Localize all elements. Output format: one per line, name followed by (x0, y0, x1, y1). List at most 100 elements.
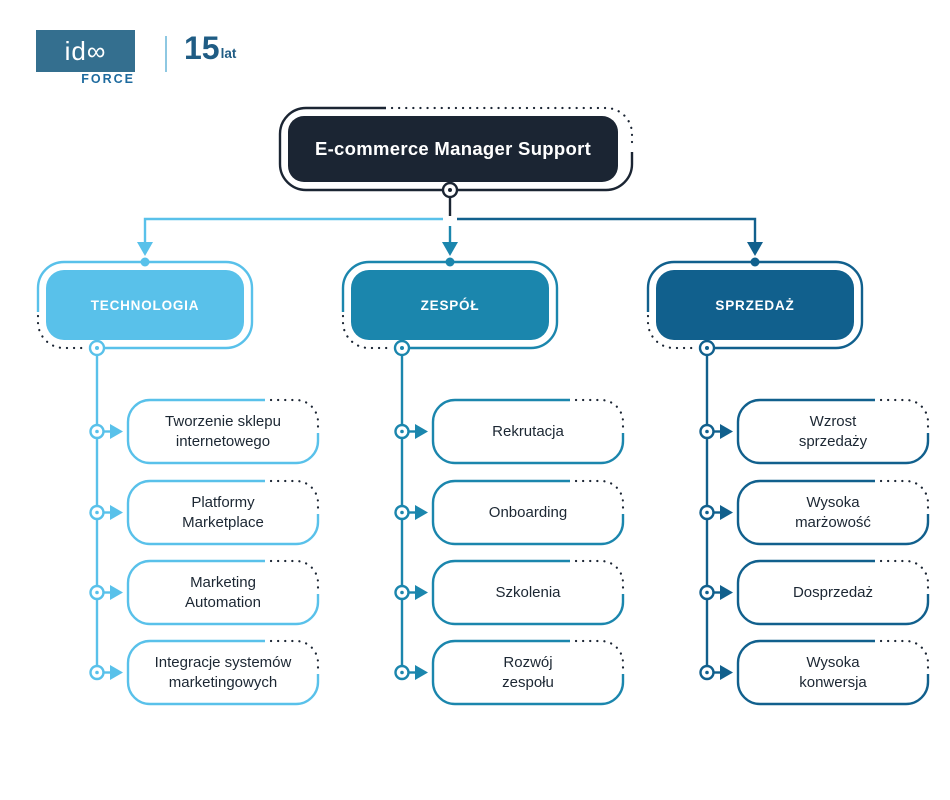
item-port-dot (400, 590, 404, 595)
item-outline-solid (736, 559, 930, 626)
category-outline-dotted (646, 314, 700, 350)
item-label-line: Rekrutacja (492, 422, 564, 440)
item-outline-solid (126, 479, 320, 546)
anniversary-unit: lat (220, 46, 237, 61)
category-box: TECHNOLOGIA (46, 270, 244, 340)
category-port-dot (705, 346, 709, 350)
item-label-line: Dosprzedaż (792, 583, 874, 601)
arrow-right-icon (110, 505, 123, 520)
arrow-down-icon (137, 242, 153, 256)
item-box: Onboarding (441, 484, 615, 541)
item-label-line: Platformy (191, 494, 255, 512)
item-port-dot (705, 429, 709, 434)
item-box: Szkolenia (441, 564, 615, 621)
category-box: SPRZEDAŻ (656, 270, 854, 340)
item-outline-dotted (269, 559, 320, 594)
item-label-line: zespołu (502, 673, 554, 691)
item-port-dot (400, 429, 404, 434)
item-label-line: Rozwój (503, 654, 553, 672)
arrow-right-icon (720, 665, 733, 680)
item-outline-solid (736, 398, 930, 465)
category-port-dot (400, 346, 404, 350)
category-label: TECHNOLOGIA (90, 297, 200, 313)
item-port-dot (400, 510, 404, 515)
root-box: E-commerce Manager Support (288, 116, 618, 182)
item-port-dot (95, 590, 99, 595)
item-label-line: Wysoka (806, 494, 860, 512)
item-label-line: Wysoka (806, 654, 860, 672)
item-outline-dotted (269, 398, 320, 433)
category-outline-dotted (36, 314, 90, 350)
arrow-right-icon (110, 585, 123, 600)
item-port-dot (705, 510, 709, 515)
item-label-line: Integracje systemów (154, 654, 292, 672)
item-box: Dosprzedaż (746, 564, 920, 621)
item-label-line: Marketing (190, 574, 256, 592)
item-port-dot (705, 590, 709, 595)
root-outline-dotted (390, 106, 634, 148)
item-outline-solid (126, 559, 320, 626)
item-label-line: Marketplace (182, 513, 264, 531)
item-outline-dotted (269, 639, 320, 674)
branch-connector (143, 217, 443, 243)
item-outline-dotted (879, 479, 930, 514)
item-outline-solid (126, 639, 320, 706)
arrow-right-icon (415, 585, 428, 600)
item-outline-dotted (879, 398, 930, 433)
branch-connector (457, 217, 757, 243)
item-outline-solid (431, 398, 625, 465)
item-label-line: Onboarding (488, 503, 568, 521)
item-label-line: Szkolenia (495, 583, 561, 601)
item-outline-dotted (269, 479, 320, 514)
item-outline-dotted (574, 559, 625, 594)
category-label: SPRZEDAŻ (715, 297, 795, 313)
category-port-dot (95, 346, 99, 350)
arrow-right-icon (720, 505, 733, 520)
item-outline-dotted (574, 479, 625, 514)
anniversary-years: 15 (184, 30, 220, 66)
root-label: E-commerce Manager Support (314, 138, 592, 159)
item-port-dot (400, 670, 404, 675)
item-outline-solid (431, 479, 625, 546)
item-label-line: marketingowych (168, 673, 278, 691)
item-label-line: Tworzenie sklepu (165, 413, 281, 431)
item-label-line: Automation (185, 593, 261, 611)
root-outline-solid (278, 106, 634, 192)
item-label-line: internetowego (175, 432, 271, 450)
category-outline-solid (36, 260, 254, 350)
category-box: ZESPÓŁ (351, 270, 549, 340)
arrow-right-icon (415, 505, 428, 520)
item-label-line: Wzrost (809, 413, 857, 431)
item-label-line: konwersja (799, 673, 867, 691)
ideo-logo-mark: id∞ (36, 30, 135, 72)
item-box: Rekrutacja (441, 403, 615, 460)
item-label-line: marżowość (795, 513, 871, 531)
category-outline-solid (341, 260, 559, 350)
item-outline-solid (431, 639, 625, 706)
item-outline-solid (736, 639, 930, 706)
item-outline-solid (431, 559, 625, 626)
item-label-line: sprzedaży (798, 432, 868, 450)
item-outline-dotted (879, 639, 930, 674)
arrow-down-icon (747, 242, 763, 256)
item-port-dot (95, 429, 99, 434)
category-outline-dotted (341, 314, 395, 350)
arrow-down-icon (442, 242, 458, 256)
anniversary-badge: 15 lat (184, 32, 236, 64)
arrow-right-icon (415, 665, 428, 680)
item-port-dot (95, 670, 99, 675)
arrow-right-icon (415, 424, 428, 439)
item-outline-dotted (574, 639, 625, 674)
arrow-right-icon (110, 424, 123, 439)
force-wordmark: FORCE (81, 72, 135, 86)
category-outline-solid (646, 260, 864, 350)
arrow-right-icon (110, 665, 123, 680)
